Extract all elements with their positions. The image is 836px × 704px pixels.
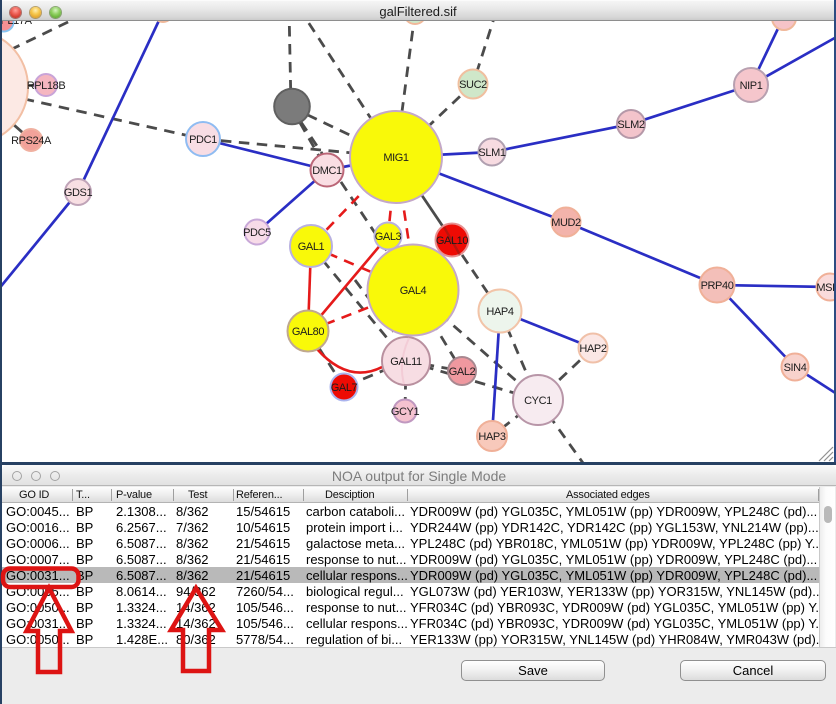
svg-text:MSL1: MSL1 xyxy=(816,282,836,294)
svg-text:PRP40: PRP40 xyxy=(701,280,734,292)
svg-text:PDC1: PDC1 xyxy=(189,134,217,146)
svg-text:SUC2: SUC2 xyxy=(459,79,487,91)
svg-text:RPL18B: RPL18B xyxy=(27,80,66,92)
svg-text:HAP4: HAP4 xyxy=(486,306,513,318)
svg-text:GAL11: GAL11 xyxy=(390,356,422,368)
svg-text:GAL80: GAL80 xyxy=(292,326,325,338)
svg-text:MIG1: MIG1 xyxy=(383,152,409,164)
svg-text:DMC1: DMC1 xyxy=(312,165,342,177)
svg-text:GDS1: GDS1 xyxy=(64,187,93,199)
svg-text:SIN4: SIN4 xyxy=(784,362,807,374)
svg-text:GAL3: GAL3 xyxy=(375,231,402,243)
svg-text:GAL4: GAL4 xyxy=(400,285,427,297)
svg-text:GCY1: GCY1 xyxy=(391,406,420,418)
svg-text:SLM2: SLM2 xyxy=(617,119,644,131)
svg-text:PDC5: PDC5 xyxy=(243,227,271,239)
svg-text:HAP3: HAP3 xyxy=(478,431,505,443)
svg-text:GAL1: GAL1 xyxy=(298,241,325,253)
svg-text:GAL10: GAL10 xyxy=(436,235,469,247)
svg-text:HAP2: HAP2 xyxy=(579,343,606,355)
svg-text:MUD2: MUD2 xyxy=(551,217,581,229)
svg-text:GAL2: GAL2 xyxy=(449,366,476,378)
svg-text:NIP1: NIP1 xyxy=(740,80,763,92)
svg-text:SLM1: SLM1 xyxy=(478,147,505,159)
svg-text:RPS24A: RPS24A xyxy=(11,135,52,147)
svg-text:CYC1: CYC1 xyxy=(524,395,552,407)
svg-text:GAL7: GAL7 xyxy=(331,382,358,394)
